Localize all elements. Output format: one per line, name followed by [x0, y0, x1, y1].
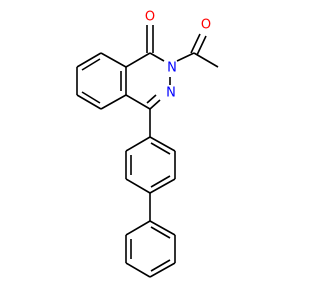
- bond: [125, 220, 151, 236]
- bond: [150, 226, 171, 239]
- nitrogen-atom-label: N: [167, 61, 177, 76]
- bond: [76, 52, 102, 68]
- atom-label-layer: O N N O: [145, 10, 211, 101]
- bond: [149, 99, 161, 110]
- bond: [150, 175, 171, 188]
- bond: [149, 52, 165, 62]
- nitrogen-atom-label: N: [166, 86, 176, 101]
- oxygen-atom-label: O: [145, 10, 155, 25]
- bond: [190, 33, 201, 54]
- bond: [81, 58, 101, 71]
- bond: [100, 94, 127, 110]
- bond: [150, 142, 171, 155]
- bond: [149, 262, 176, 278]
- bond: [149, 220, 176, 236]
- bond: [196, 35, 207, 56]
- bond: [149, 136, 176, 152]
- bond: [125, 262, 151, 278]
- bond: [125, 52, 151, 68]
- bond: [125, 136, 151, 152]
- oxygen-atom-label: O: [201, 18, 211, 33]
- bond: [193, 52, 219, 68]
- bond: [76, 94, 102, 110]
- bond: [125, 178, 151, 194]
- bond: [81, 91, 101, 104]
- bond: [149, 178, 176, 194]
- bond: [146, 94, 157, 104]
- bond-layer: [76, 25, 219, 278]
- bond: [176, 52, 195, 62]
- molecule-structure-diagram: O N N O: [76, 10, 219, 278]
- bond: [100, 52, 127, 68]
- bond: [150, 259, 171, 272]
- bond: [125, 94, 151, 110]
